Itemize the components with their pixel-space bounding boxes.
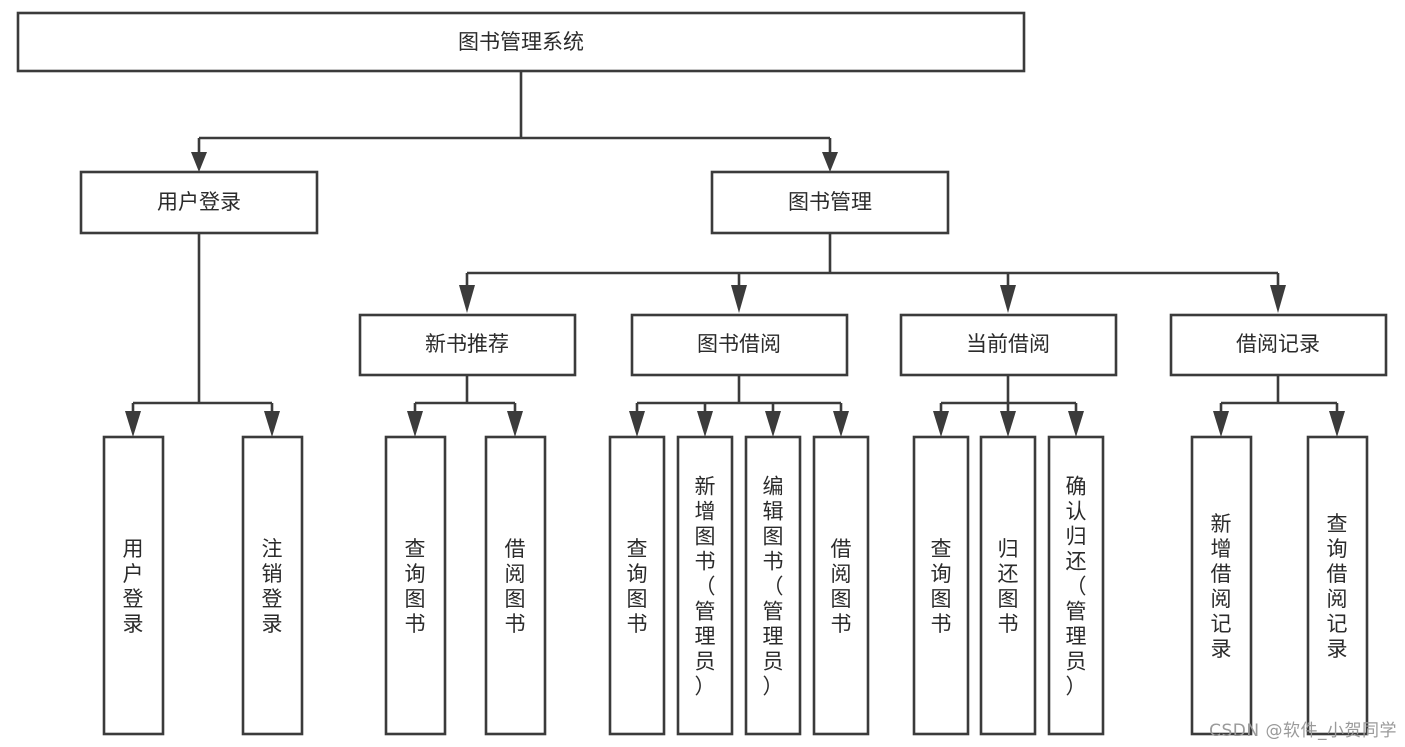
leaf-box	[1306, 435, 1369, 736]
leaf-label: 查询图书	[405, 537, 426, 636]
leaf-current-return-book[interactable]: 归还图书	[979, 435, 1037, 736]
arrow-user-login-leaf-1	[125, 411, 141, 437]
leaf-box	[1047, 435, 1105, 736]
arrow-root-to-book-mgmt	[822, 152, 838, 172]
arrow-borrow-leaf-4	[833, 411, 849, 437]
node-current-borrow[interactable]: 当前借阅	[899, 313, 1118, 377]
leaf-label: 用户登录	[123, 537, 144, 636]
arrow-new-book-leaf-1	[407, 411, 423, 437]
arrow-borrow-leaf-2	[697, 411, 713, 437]
leaf-box	[1190, 435, 1253, 736]
leaf-current-query-book[interactable]: 查询图书	[912, 435, 970, 736]
leaf-label: 查询图书	[931, 537, 952, 636]
leaf-box	[744, 435, 802, 736]
arrow-book-mgmt-to-new-book	[459, 285, 475, 313]
new-book-recommend-label: 新书推荐	[425, 332, 509, 356]
leaf-label: 注销登录	[262, 537, 283, 636]
arrow-records-leaf-1	[1213, 411, 1229, 437]
arrow-current-leaf-1	[933, 411, 949, 437]
arrow-current-leaf-2	[1000, 411, 1016, 437]
arrow-borrow-leaf-3	[765, 411, 781, 437]
borrow-records-box	[1169, 313, 1388, 377]
leaf-box	[241, 435, 304, 736]
leaf-box	[384, 435, 447, 736]
arrow-book-mgmt-to-records	[1270, 285, 1286, 313]
leaf-borrow-borrow-book[interactable]: 借阅图书	[812, 435, 870, 736]
leaf-new-book-query-book[interactable]: 查询图书	[384, 435, 447, 736]
new-book-recommend-box	[358, 313, 577, 377]
current-borrow-box	[899, 313, 1118, 377]
user-login-box	[79, 170, 319, 235]
arrow-user-login-leaf-2	[264, 411, 280, 437]
leaf-box	[608, 435, 666, 736]
leaf-borrow-query-book[interactable]: 查询图书	[608, 435, 666, 736]
leaf-user-login-logout[interactable]: 注销登录	[241, 435, 304, 736]
node-book-borrow[interactable]: 图书借阅	[630, 313, 849, 377]
leaf-current-confirm-return[interactable]: 确认归还（管理员）	[1047, 435, 1105, 736]
leaf-borrow-add-book[interactable]: 新增图书（管理员）	[676, 435, 734, 736]
leaf-box	[676, 435, 734, 736]
current-borrow-label: 当前借阅	[966, 332, 1050, 356]
leaf-box	[102, 435, 165, 736]
node-root-book-management-system[interactable]: 图书管理系统	[16, 11, 1026, 73]
book-management-label: 图书管理	[788, 190, 872, 214]
arrow-new-book-leaf-2	[507, 411, 523, 437]
book-management-box	[710, 170, 950, 235]
leaf-box	[979, 435, 1037, 736]
leaf-records-add-record[interactable]: 新增借阅记录	[1190, 435, 1253, 736]
user-login-label: 用户登录	[157, 190, 241, 214]
arrow-book-mgmt-to-current	[1000, 285, 1016, 313]
arrow-root-to-user-login	[191, 152, 207, 172]
book-borrow-label: 图书借阅	[697, 332, 781, 356]
borrow-records-label: 借阅记录	[1236, 332, 1320, 356]
leaf-records-query-record[interactable]: 查询借阅记录	[1306, 435, 1369, 736]
leaf-user-login-login[interactable]: 用户登录	[102, 435, 165, 736]
leaf-label: 确认归还（管理员）	[1066, 475, 1087, 699]
leaf-label: 借阅图书	[831, 537, 852, 636]
leaf-label: 借阅图书	[505, 537, 526, 636]
leaf-label: 查询借阅记录	[1327, 512, 1348, 661]
leaf-label: 新增借阅记录	[1211, 512, 1232, 661]
node-book-management[interactable]: 图书管理	[710, 170, 950, 235]
arrow-book-mgmt-to-borrow	[731, 285, 747, 313]
leaf-box	[812, 435, 870, 736]
node-new-book-recommend[interactable]: 新书推荐	[358, 313, 577, 377]
root-label: 图书管理系统	[458, 30, 584, 54]
node-user-login[interactable]: 用户登录	[79, 170, 319, 235]
arrow-current-leaf-3	[1068, 411, 1084, 437]
root-box	[16, 11, 1026, 73]
leaf-label: 编辑图书（管理员）	[763, 475, 784, 699]
arrow-records-leaf-2	[1329, 411, 1345, 437]
leaf-box	[912, 435, 970, 736]
arrow-borrow-leaf-1	[629, 411, 645, 437]
leaf-box	[484, 435, 547, 736]
leaf-label: 新增图书（管理员）	[695, 475, 716, 699]
node-borrow-records[interactable]: 借阅记录	[1169, 313, 1388, 377]
connector-layer	[125, 71, 1345, 437]
leaf-label: 查询图书	[627, 537, 648, 636]
csdn-watermark: CSDN @软件_小贺同学	[1209, 721, 1397, 741]
leaf-new-book-borrow-book[interactable]: 借阅图书	[484, 435, 547, 736]
book-borrow-box	[630, 313, 849, 377]
leaf-borrow-edit-book[interactable]: 编辑图书（管理员）	[744, 435, 802, 736]
leaf-label: 归还图书	[998, 537, 1019, 636]
